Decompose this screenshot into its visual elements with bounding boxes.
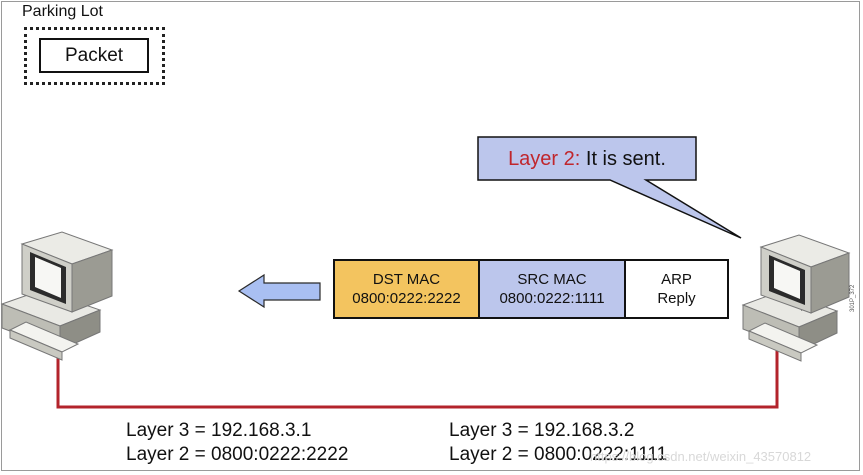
left-host-layer2: Layer 2 = 0800:0222:2222 — [126, 444, 349, 465]
payload-field: ARP Reply — [626, 261, 727, 317]
arrow-left-icon — [237, 273, 321, 309]
right-host-addresses: Layer 3 = 192.168.3.2 Layer 2 = 0800:022… — [449, 419, 667, 467]
callout-message: It is sent. — [580, 147, 666, 170]
packet-box: Packet — [39, 38, 149, 73]
dst-mac-value: 0800:0222:2222 — [352, 290, 461, 307]
dst-mac-field: DST MAC 0800:0222:2222 — [335, 261, 480, 317]
callout-text: Layer 2: It is sent. — [478, 138, 696, 180]
payload-line2: Reply — [657, 290, 696, 307]
callout-layer-label: Layer 2: — [508, 147, 581, 170]
payload-line1: ARP — [661, 271, 692, 288]
src-mac-value: 0800:0222:1111 — [499, 290, 605, 307]
callout-bubble — [477, 136, 742, 239]
right-host-layer2: Layer 2 = 0800:0222:1111 — [449, 444, 668, 465]
figure-code: 301P_372 — [850, 284, 856, 312]
src-mac-title: SRC MAC — [517, 271, 587, 288]
packet-label: Packet — [64, 44, 124, 66]
left-host-addresses: Layer 3 = 192.168.3.1 Layer 2 = 0800:022… — [126, 419, 348, 467]
left-computer-icon — [0, 231, 114, 361]
parking-lot-area — [24, 27, 165, 85]
src-mac-field: SRC MAC 0800:0222:1111 — [480, 261, 626, 317]
dst-mac-title: DST MAC — [372, 271, 441, 288]
ethernet-frame: DST MAC 0800:0222:2222 SRC MAC 0800:0222… — [333, 259, 729, 319]
network-link-line — [56, 332, 779, 409]
right-computer-icon — [741, 234, 851, 362]
left-host-layer3: Layer 3 = 192.168.3.1 — [126, 420, 312, 441]
parking-lot-title: Parking Lot — [22, 3, 103, 20]
right-host-layer3: Layer 3 = 192.168.3.2 — [449, 420, 635, 441]
watermark: https://blog.csdn.net/weixin_43570812 — [590, 449, 812, 464]
